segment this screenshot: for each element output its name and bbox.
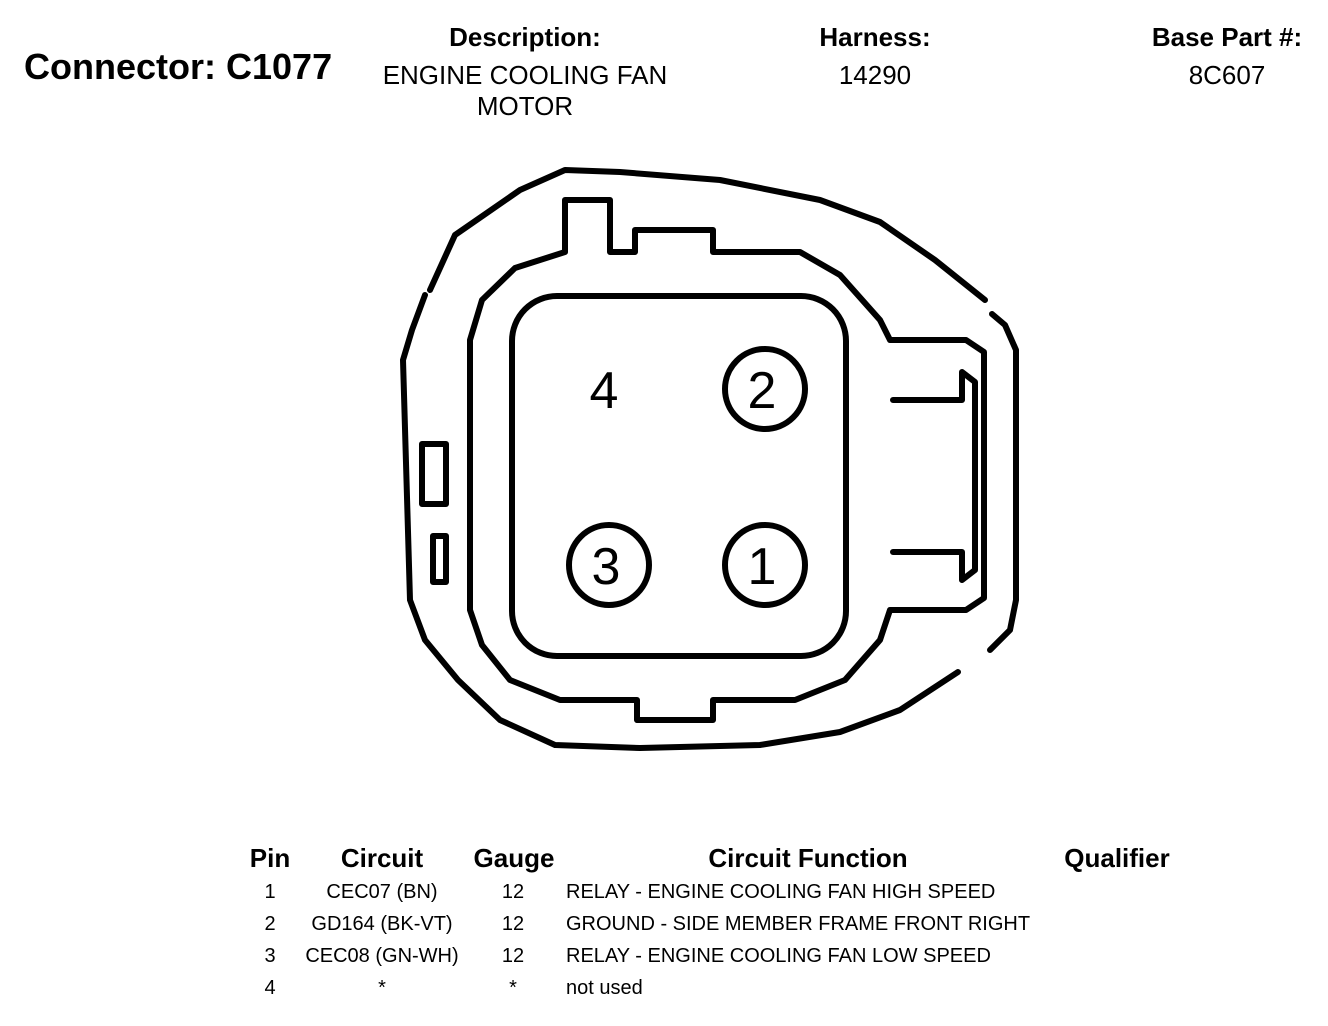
- circuit-cell: CEC08 (GN-WH): [305, 945, 459, 967]
- gauge-cell: 12: [501, 913, 525, 935]
- connector-outer-shell: [427, 167, 988, 303]
- pin-cell: 2: [264, 913, 276, 935]
- function-cell: RELAY - ENGINE COOLING FAN HIGH SPEED: [566, 881, 996, 903]
- column-header-gauge: Gauge: [473, 843, 555, 873]
- base-part-value: 8C607: [1188, 60, 1266, 90]
- circuit-cell: GD164 (BK-VT): [311, 913, 453, 935]
- pin-cell: 1: [264, 881, 276, 903]
- column-header-qualifier: Qualifier: [1064, 843, 1170, 873]
- column-header-circuit: Circuit: [340, 843, 424, 873]
- circuit-cell: *: [378, 977, 386, 999]
- pin-3-circle: [566, 522, 652, 608]
- description-value: ENGINE COOLING FAN MOTOR: [382, 60, 668, 121]
- connector-face-diagram: 4 2 3 1: [400, 167, 1019, 751]
- side-key-upper: [419, 441, 449, 507]
- connector-title: Connector: C1077: [24, 46, 332, 88]
- gauge-cell: *: [509, 977, 517, 999]
- terminal-cavity: [509, 293, 849, 659]
- pin-4-label: 4: [590, 362, 619, 420]
- connector-outer-shell-bottom: [400, 292, 961, 751]
- base-part-label: Base Part #:: [1151, 22, 1303, 52]
- pin-cell: 4: [264, 977, 276, 999]
- harness-label: Harness:: [819, 22, 931, 52]
- connector-id: C1077: [226, 46, 333, 87]
- function-cell: GROUND - SIDE MEMBER FRAME FRONT RIGHT: [566, 913, 1031, 935]
- pin-3-label: 3: [592, 538, 621, 596]
- connector-housing: [467, 197, 987, 723]
- connector-outer-shell-right: [987, 311, 1019, 653]
- pin-2-label: 2: [748, 362, 777, 420]
- gauge-cell: 12: [501, 881, 525, 903]
- pin-cell: 3: [264, 945, 276, 967]
- pin-1-label: 1: [748, 538, 777, 596]
- description-label: Description:: [449, 22, 601, 52]
- column-header-circuit-function: Circuit Function: [708, 843, 908, 873]
- gauge-cell: 12: [501, 945, 525, 967]
- function-cell: not used: [566, 977, 643, 999]
- pin-2-circle: [722, 346, 808, 432]
- circuit-cell: CEC07 (BN): [326, 881, 438, 903]
- harness-value: 14290: [838, 60, 912, 90]
- column-header-pin: Pin: [249, 843, 291, 873]
- function-cell: RELAY - ENGINE COOLING FAN LOW SPEED: [566, 945, 991, 967]
- pin-1-circle: [722, 522, 808, 608]
- connector-label: Connector:: [24, 46, 216, 87]
- side-key-lower: [430, 533, 449, 585]
- connector-latch: [890, 369, 978, 583]
